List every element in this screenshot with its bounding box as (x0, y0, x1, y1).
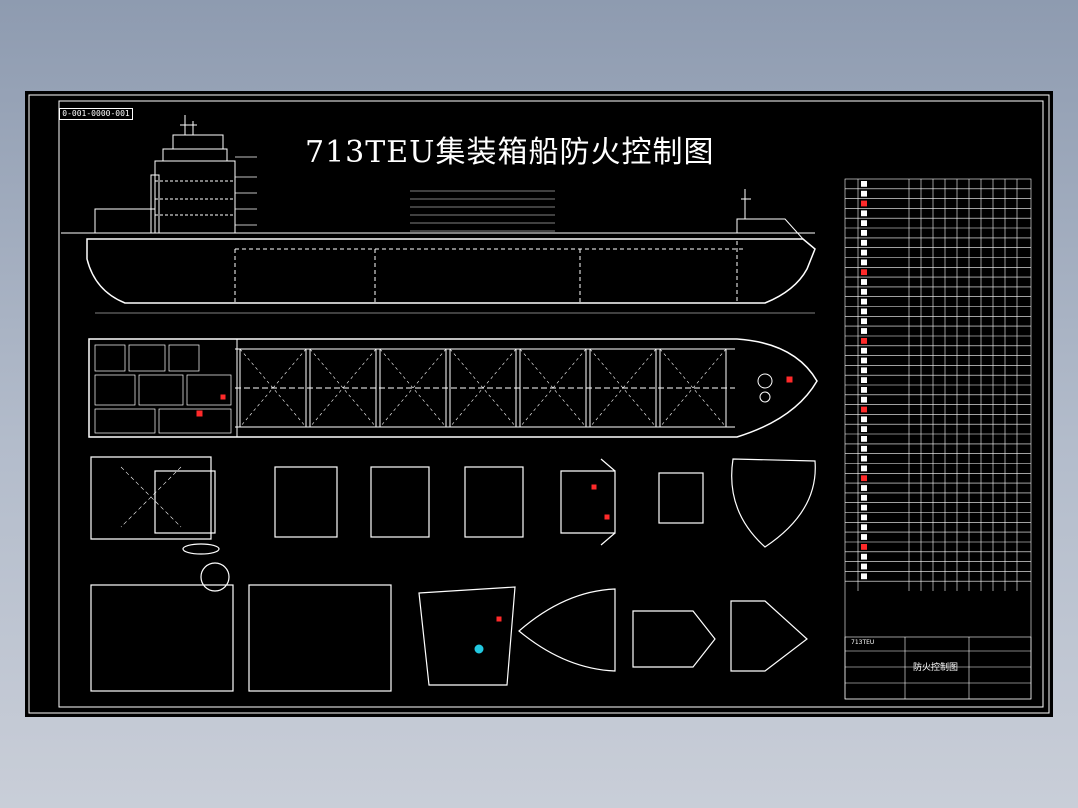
legend-symbol-icon (861, 416, 867, 423)
drawing-number: 0-001-0000-001 (59, 108, 133, 120)
legend-symbol-icon (861, 190, 867, 197)
drawing-sheet: 0-001-0000-001 713TEU集装箱船防火控制图 713TEU 防火… (25, 91, 1053, 717)
legend-symbol-icon (861, 181, 867, 187)
legend-symbol-icon (861, 534, 867, 540)
legend-symbol-icon (861, 230, 867, 236)
legend-symbol-icon (861, 200, 867, 207)
legend-symbol-icon (861, 504, 867, 511)
legend-symbol-icon (861, 445, 867, 452)
title-block-drawing-name: 防火控制图 (913, 663, 959, 673)
fire-equipment-markers (196, 376, 793, 622)
legend-symbol-icon (861, 514, 867, 521)
legend-symbol-icon (861, 475, 867, 482)
inner-frame (58, 100, 1044, 708)
legend-symbol-icon (861, 347, 867, 354)
legend-symbol-icon (861, 573, 867, 580)
outer-frame (28, 94, 1050, 714)
title-block-project: 713TEU (851, 639, 875, 646)
ship-fire-control-drawing (28, 94, 1050, 714)
legend-symbol-icon (861, 210, 867, 217)
legend-symbol-icon (861, 406, 867, 413)
legend-symbol-icon (861, 485, 867, 491)
pump-symbol (474, 644, 484, 654)
legend-symbol-icon (861, 465, 867, 472)
legend-symbol-icon (861, 377, 867, 383)
legend-symbol-icon (861, 318, 867, 325)
legend-symbol-icon (861, 455, 867, 462)
ship-profile-view (61, 115, 816, 314)
principal-dimensions-table (410, 190, 555, 232)
legend-symbol-icon (861, 357, 867, 364)
deck-plans-row-2 (90, 562, 808, 692)
legend-symbol-icon (861, 563, 867, 570)
legend-symbol-icon (861, 259, 867, 266)
legend-symbol-icon (861, 220, 867, 226)
legend-symbol-icon (861, 436, 867, 442)
legend-symbol-icon (861, 338, 867, 344)
main-deck-plan (88, 338, 818, 438)
legend-symbol-icon (861, 269, 867, 276)
legend-symbol-icon (861, 239, 867, 246)
legend-symbol-icon (861, 279, 867, 285)
legend-symbol-icon (861, 426, 867, 432)
legend-symbol-icon (861, 308, 867, 315)
deck-plans-row-1 (90, 456, 816, 555)
legend-symbol-icon (861, 298, 867, 305)
legend-symbol-icon (861, 524, 867, 531)
legend-symbol-icon (861, 328, 867, 334)
legend-symbol-icon (861, 544, 867, 550)
legend-table (844, 178, 1032, 700)
legend-symbol-icon (861, 367, 867, 374)
legend-symbol-icon (861, 387, 867, 393)
legend-symbol-icon (861, 494, 867, 501)
drawing-title: 713TEU集装箱船防火控制图 (305, 135, 715, 170)
legend-symbol-icon (861, 249, 867, 256)
legend-symbol-icon (861, 396, 867, 403)
legend-symbol-icon (861, 288, 867, 295)
legend-symbol-icon (861, 553, 867, 560)
